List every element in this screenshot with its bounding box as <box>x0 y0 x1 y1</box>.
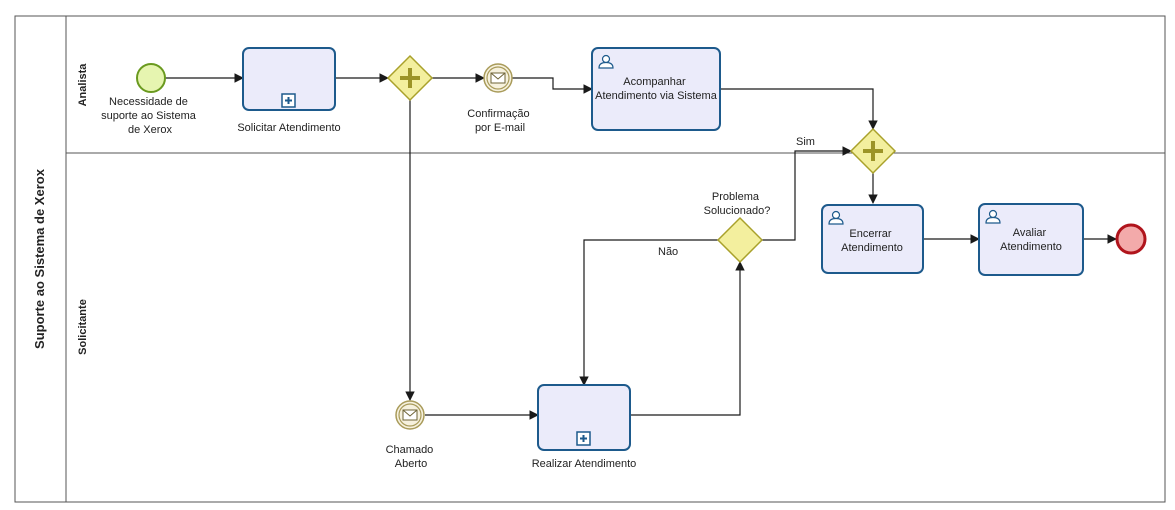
task-encerrar-label: Encerrar Atendimento <box>841 228 903 254</box>
task-avaliar-label: Avaliar Atendimento <box>1000 227 1062 253</box>
lane-label-solicitante: Solicitante <box>77 299 89 355</box>
task-avaliar-atendimento[interactable]: Avaliar Atendimento <box>978 203 1084 276</box>
flow-decision-sim[interactable] <box>762 146 852 241</box>
event-confirmacao-label: Confirmação por E-mail <box>467 108 532 134</box>
user-icon <box>828 210 844 225</box>
pool-label: Suporte ao Sistema de Xerox <box>32 168 47 349</box>
event-confirmacao-email[interactable] <box>483 63 513 93</box>
task-acompanhar-label: Acompanhar Atendimento via Sistema <box>595 76 718 102</box>
envelope-icon <box>490 72 506 84</box>
task-encerrar-atendimento[interactable]: Encerrar Atendimento <box>821 204 924 274</box>
user-icon <box>985 209 1001 224</box>
subprocess-plus-icon <box>281 93 296 108</box>
end-event[interactable] <box>1115 223 1147 255</box>
start-event[interactable] <box>136 63 166 93</box>
plus-icon <box>400 68 420 88</box>
subprocess-plus-icon <box>576 431 591 446</box>
parallel-gateway-join[interactable] <box>849 127 897 175</box>
event-chamado-aberto[interactable] <box>395 400 425 430</box>
flow-label-sim: Sim <box>796 136 815 148</box>
lane-label-analista: Analista <box>77 63 89 107</box>
flow-confirmacao-to-acompanhar[interactable] <box>512 77 593 94</box>
exclusive-gateway-problema[interactable] <box>716 216 764 264</box>
event-chamado-label: Chamado Aberto <box>386 444 437 470</box>
flow-acompanhar-to-join[interactable] <box>720 88 878 130</box>
flow-realizar-to-decision[interactable] <box>630 261 745 416</box>
gateway-problema-label: Problema Solucionado? <box>704 191 771 217</box>
envelope-icon <box>402 409 418 421</box>
task-solicitar-label: Solicitar Atendimento <box>237 122 340 134</box>
task-acompanhar-atendimento[interactable]: Acompanhar Atendimento via Sistema <box>591 47 721 131</box>
flow-decision-nao[interactable] <box>579 239 718 386</box>
user-icon <box>598 54 614 69</box>
flow-label-nao: Não <box>658 246 678 258</box>
plus-icon <box>863 141 883 161</box>
task-realizar-atendimento[interactable] <box>537 384 631 451</box>
start-event-label: Necessidade de suporte ao Sistema de Xer… <box>101 96 199 136</box>
task-realizar-label: Realizar Atendimento <box>532 458 637 470</box>
parallel-gateway-split[interactable] <box>386 54 434 102</box>
task-solicitar-atendimento[interactable] <box>242 47 336 111</box>
